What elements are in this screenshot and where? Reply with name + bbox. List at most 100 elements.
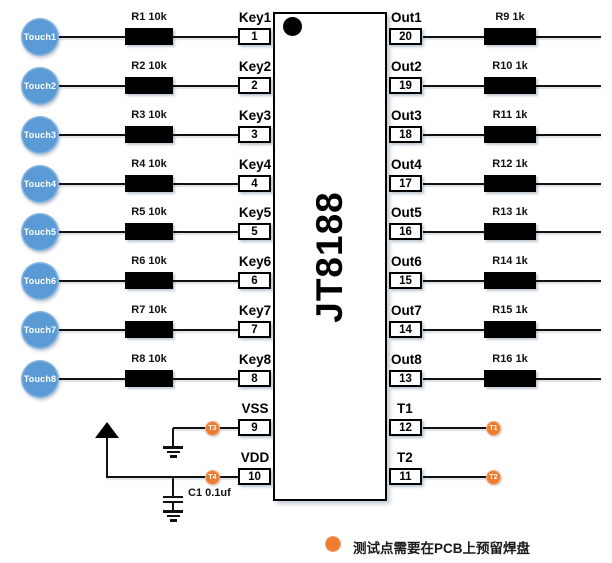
touch-pad-label: Touch1 [23,32,57,42]
pin-number: 14 [399,323,412,336]
pin-name-label: Out7 [391,303,422,318]
wire [423,231,484,233]
touch-pad-label: Touch4 [23,179,57,189]
pin-box: 10 [238,468,271,485]
test-point-label: T2 [489,473,498,481]
resistor-body [484,77,536,94]
pin-number: 17 [399,177,412,190]
pin-number: 1 [251,30,258,43]
pin-box: 1 [238,28,271,45]
touch-pad: Touch8 [21,360,59,398]
pin-number: 7 [251,323,258,336]
pin-name-label: Key2 [238,59,272,74]
resistor-body [125,321,173,338]
resistor-label: R10 1k [492,60,528,72]
wire [172,478,174,496]
pin-box: 7 [238,321,271,338]
pin-name-label: Key6 [238,254,272,269]
pin-box: 6 [238,272,271,289]
resistor-body [125,223,173,240]
resistor-label: R1 10k [131,11,167,23]
pin-name-label: Out2 [391,59,422,74]
pin-number: 2 [251,79,258,92]
pin-box: 12 [389,419,422,436]
touch-pad: Touch4 [21,165,59,203]
wire [59,36,125,38]
resistor-body [125,370,173,387]
pin-box: 13 [389,370,422,387]
pin-number: 5 [251,225,258,238]
resistor-label: R12 1k [492,158,528,170]
pin-box: 16 [389,223,422,240]
pin-box: 3 [238,126,271,143]
ic-body: JT8188 [273,12,387,501]
resistor-label: R11 1k [492,109,528,121]
pin-number: 10 [248,470,261,483]
resistor-label: R6 10k [131,255,167,267]
resistor-body [125,175,173,192]
test-point-dot: T3 [205,420,220,436]
wire [106,438,108,478]
resistor-label: R8 10k [131,353,167,365]
resistor-body [484,321,536,338]
resistor-label: R9 1k [495,11,525,23]
pin1-indicator-dot [283,17,302,36]
resistor-label: R16 1k [492,353,528,365]
pin-name-label: Key7 [238,303,272,318]
pin-number: 9 [251,421,258,434]
wire [173,378,238,380]
pin-name-label: Out3 [391,108,422,123]
capacitor-icon [163,495,183,498]
test-point-dot: T1 [486,420,501,436]
resistor-label: R4 10k [131,158,167,170]
touch-pad-label: Touch3 [23,130,57,140]
wire [173,329,238,331]
wire [106,476,174,478]
pin-number: 20 [399,30,412,43]
wire [173,36,238,38]
wire [59,134,125,136]
resistor-body [484,126,536,143]
wire [172,428,174,446]
pin-number: 16 [399,225,412,238]
pin-box: 19 [389,77,422,94]
pin-box: 14 [389,321,422,338]
touch-pad-label: Touch8 [23,374,57,384]
pin-number: 15 [399,274,412,287]
wire [423,476,487,478]
pin-box: 15 [389,272,422,289]
pin-name-label: Out4 [391,157,422,172]
pin-number: 19 [399,79,412,92]
wire [423,280,484,282]
resistor-label: R13 1k [492,206,528,218]
pin-box: 2 [238,77,271,94]
pin-number: 18 [399,128,412,141]
resistor-body [484,175,536,192]
power-arrow-icon [95,422,119,438]
wire [59,280,125,282]
wire [423,183,484,185]
wire [536,280,601,282]
wire [59,183,125,185]
resistor-body [484,28,536,45]
pin-number: 13 [399,372,412,385]
resistor-label: R3 10k [131,109,167,121]
touch-pad-label: Touch2 [23,81,57,91]
wire [536,378,601,380]
wire [173,134,238,136]
resistor-label: R5 10k [131,206,167,218]
wire [536,134,601,136]
wire [173,183,238,185]
ic-name-label: JT8188 [309,190,350,323]
test-point-dot: T4 [205,469,220,485]
pin-name-label: Key3 [238,108,272,123]
pin-name-label: Key5 [238,205,272,220]
pin-name-label: Key8 [238,352,272,367]
pin-name-label: Key4 [238,157,272,172]
touch-pad: Touch7 [21,311,59,349]
resistor-body [484,223,536,240]
legend-text: 测试点需要在PCB上预留焊盘 [353,541,531,556]
resistor-label: R15 1k [492,304,528,316]
capacitor-icon [163,500,183,503]
